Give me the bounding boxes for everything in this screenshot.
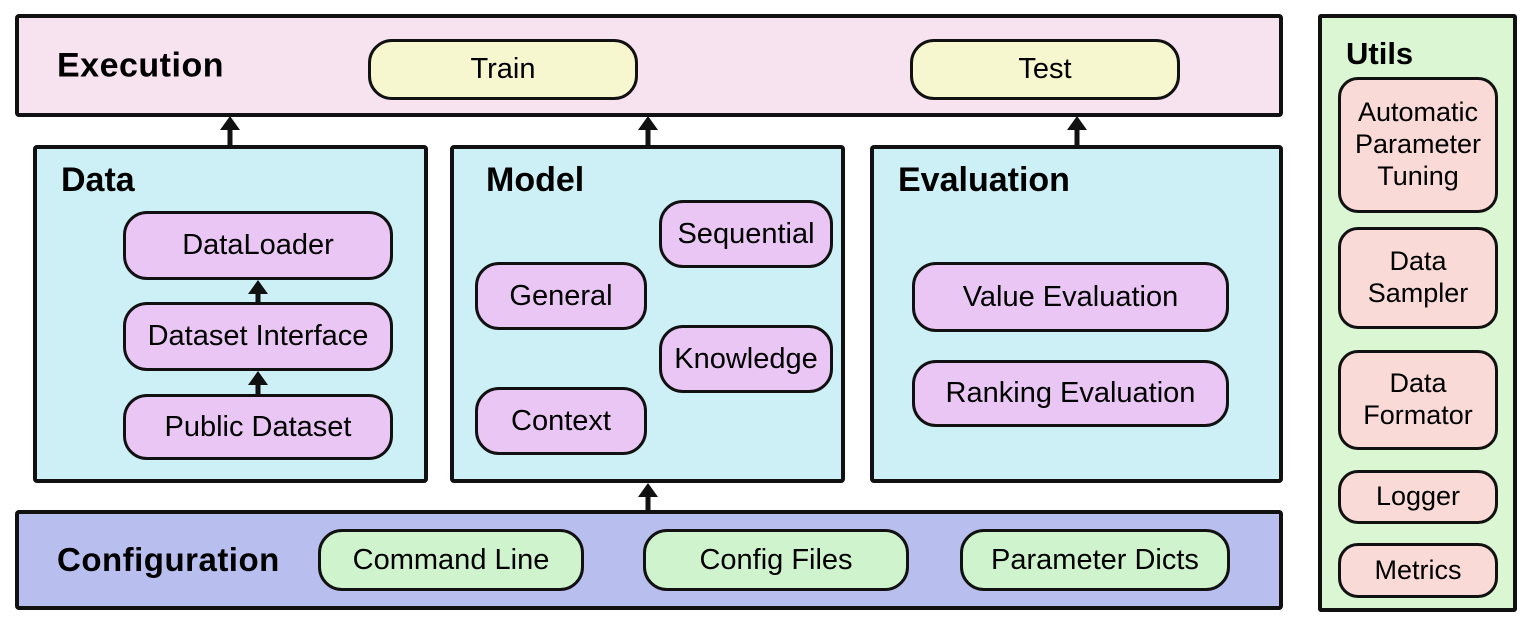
arrow-stem <box>255 289 261 303</box>
model-module: Model Sequential General Knowledge Conte… <box>450 145 845 483</box>
dataloader-pill: DataLoader <box>123 211 393 280</box>
arrow-head-icon <box>248 371 268 385</box>
configuration-section: Configuration Command Line Config Files … <box>15 510 1283 610</box>
automatic-parameter-tuning-pill: Automatic Parameter Tuning <box>1338 77 1498 213</box>
value-evaluation-pill: Value Evaluation <box>912 262 1229 332</box>
data-formator-pill: Data Formator <box>1338 350 1498 450</box>
arrow-data-to-execution <box>220 116 240 146</box>
data-module: Data DataLoader Dataset Interface Public… <box>33 145 428 483</box>
execution-title: Execution <box>57 46 224 84</box>
evaluation-module: Evaluation Value Evaluation Ranking Eval… <box>870 145 1283 483</box>
train-pill: Train <box>368 39 638 100</box>
command-line-pill: Command Line <box>318 529 584 591</box>
arrow-head-icon <box>638 116 658 130</box>
data-sampler-pill: Data Sampler <box>1338 227 1498 329</box>
configuration-title: Configuration <box>57 541 280 578</box>
execution-section: Execution Train Test <box>15 14 1283 117</box>
arrow-publicdataset-to-datasetinterface <box>248 371 268 395</box>
evaluation-title: Evaluation <box>898 161 1070 199</box>
arrow-head-icon <box>1067 116 1087 130</box>
metrics-pill: Metrics <box>1338 543 1498 598</box>
arrow-stem <box>255 380 261 395</box>
config-files-pill: Config Files <box>643 529 909 591</box>
utils-panel: Utils Automatic Parameter Tuning Data Sa… <box>1318 14 1517 612</box>
dataset-interface-pill: Dataset Interface <box>123 302 393 371</box>
arrow-datasetinterface-to-dataloader <box>248 280 268 303</box>
data-title: Data <box>61 161 135 199</box>
model-title: Model <box>486 161 585 199</box>
arrow-stem <box>645 125 651 146</box>
arrow-model-to-execution <box>638 116 658 146</box>
utils-title: Utils <box>1346 36 1414 71</box>
arrow-stem <box>645 492 651 511</box>
arrow-stem <box>1074 125 1080 146</box>
knowledge-pill: Knowledge <box>659 325 833 393</box>
logger-pill: Logger <box>1338 470 1498 524</box>
arrow-evaluation-to-execution <box>1067 116 1087 146</box>
arrow-head-icon <box>638 483 658 497</box>
arrow-stem <box>227 125 233 146</box>
sequential-pill: Sequential <box>659 200 833 268</box>
ranking-evaluation-pill: Ranking Evaluation <box>912 360 1229 427</box>
test-pill: Test <box>910 39 1180 100</box>
general-pill: General <box>475 262 647 330</box>
parameter-dicts-pill: Parameter Dicts <box>960 529 1230 591</box>
arrow-head-icon <box>220 116 240 130</box>
arrow-configuration-to-model <box>638 483 658 511</box>
context-pill: Context <box>475 387 647 455</box>
arrow-head-icon <box>248 280 268 294</box>
public-dataset-pill: Public Dataset <box>123 394 393 460</box>
